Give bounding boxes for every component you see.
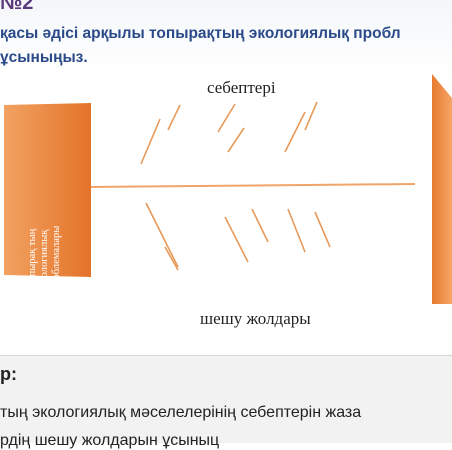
cause-bone-5 [284,111,306,153]
instructions-line-1: тың экологиялық мәселелерінің себептерін… [0,404,362,421]
instructions-panel: р: тың экологиялық мәселелерінің себепте… [0,355,452,449]
cause-bone-2 [167,104,181,131]
fish-tail [432,74,452,304]
solution-bone-3 [224,216,249,263]
fishbone-graphic [4,74,452,304]
task-header: №2 қасы әдісі арқылы топырақтың экология… [0,0,452,72]
causes-label: себептері [207,78,276,97]
solution-bone-4 [251,208,269,243]
fishbone-diagram: Топырақ тың экологиялық проблемалары [0,72,452,350]
problem-head-label: Топырақ тың экологиялық проблемалары [27,212,63,304]
head-real [4,103,91,277]
fish-spine [90,183,416,188]
instructions-heading: р: [0,364,17,384]
task-number: №2 [0,0,34,14]
cause-bone-1 [140,118,161,165]
solution-bone-5 [287,208,306,253]
solution-bone-6 [314,211,331,248]
task-text-line-2: ұсыныңыз. [0,49,88,66]
head-label-line-1: Топырақ тың [27,228,38,288]
head-label-line-3: проблемалары [51,225,62,291]
cause-bone-6 [304,101,318,131]
head-label-line-2: экологиялық [39,229,50,287]
solution-bone-1 [145,202,179,268]
cause-bone-3 [217,103,236,133]
solutions-label: шешу жолдары [200,309,311,328]
solution-bone-2 [164,246,179,271]
cause-bone-4 [227,127,245,153]
instructions-line-2: рдің шешу жолдарын ұсыныц [0,432,220,449]
task-text-line-1: қасы әдісі арқылы топырақтың экологиялық… [0,25,401,42]
